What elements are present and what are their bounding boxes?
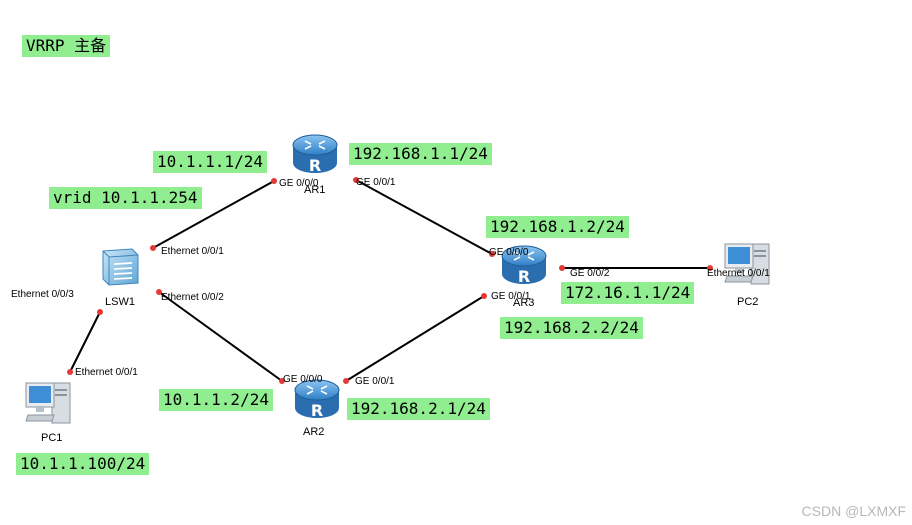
port-dot	[353, 177, 359, 183]
port-pc1-e001: Ethernet 0/0/1	[75, 367, 138, 378]
svg-text:R: R	[311, 401, 323, 420]
port-ar3-g002: GE 0/0/2	[570, 268, 610, 279]
pc-icon	[25, 382, 71, 424]
pc-pc1-label: PC1	[41, 432, 63, 444]
pc-pc1[interactable]	[24, 379, 74, 431]
port-lsw1-e002: Ethernet 0/0/2	[161, 292, 224, 303]
port-ar2-g001: GE 0/0/1	[355, 376, 395, 387]
address-ar3-g000: 192.168.1.2/24	[486, 216, 629, 238]
port-pc2-e001: Ethernet 0/0/1	[707, 268, 770, 279]
port-dot	[150, 245, 156, 251]
address-ar2-lan: 10.1.1.2/24	[159, 389, 273, 411]
router-icon: R	[501, 245, 547, 286]
address-ar1-wan: 192.168.1.1/24	[349, 143, 492, 165]
address-pc1: 10.1.1.100/24	[16, 453, 150, 475]
port-ar3-g000: GE 0/0/0	[489, 247, 529, 258]
pc-icon	[724, 243, 770, 285]
router-ar2[interactable]: R	[293, 378, 341, 426]
link-ar1-ar3	[355, 179, 493, 255]
link-lsw1-ar1	[152, 180, 275, 249]
port-ar2-g000: GE 0/0/0	[283, 374, 323, 385]
link-lsw1-ar2	[158, 291, 283, 382]
pc-pc2-label: PC2	[737, 296, 759, 308]
address-ar2-wan: 192.168.2.1/24	[347, 398, 490, 420]
port-dot	[97, 309, 103, 315]
watermark: CSDN @LXMXF	[801, 503, 906, 519]
port-dot	[343, 378, 349, 384]
address-vrid: vrid 10.1.1.254	[49, 187, 202, 209]
port-ar1-g001: GE 0/0/1	[356, 177, 396, 188]
port-lsw1-e003: Ethernet 0/0/3	[11, 289, 74, 300]
port-lsw1-e001: Ethernet 0/0/1	[161, 246, 224, 257]
port-ar3-g001: GE 0/0/1	[491, 291, 531, 302]
switch-lsw1-label: LSW1	[105, 296, 135, 308]
switch-icon	[102, 248, 139, 286]
link-ar2-ar3	[345, 295, 485, 382]
router-ar3-label: AR3	[513, 297, 535, 309]
router-ar2-label: AR2	[303, 426, 325, 438]
svg-text:R: R	[518, 267, 530, 286]
router-icon: R	[294, 379, 340, 420]
port-dot	[156, 289, 162, 295]
pc-pc2[interactable]	[723, 240, 773, 292]
port-dot	[271, 178, 277, 184]
router-icon: R	[292, 134, 338, 175]
router-ar3[interactable]: R	[500, 244, 548, 292]
port-dot	[67, 369, 73, 375]
svg-text:R: R	[309, 156, 321, 175]
port-dot	[481, 293, 487, 299]
router-ar1-label: AR1	[304, 184, 326, 196]
switch-lsw1[interactable]	[100, 247, 142, 291]
port-dot	[707, 265, 713, 271]
port-dot	[559, 265, 565, 271]
address-ar3-g002: 172.16.1.1/24	[561, 282, 695, 304]
router-ar1[interactable]: R	[291, 133, 339, 181]
port-dot	[279, 378, 285, 384]
diagram-title: VRRP 主备	[22, 35, 111, 57]
link-lsw1-pc1	[69, 311, 101, 373]
port-ar1-g000: GE 0/0/0	[279, 178, 319, 189]
port-dot	[489, 251, 495, 257]
address-ar1-lan: 10.1.1.1/24	[153, 151, 267, 173]
address-ar3-g001: 192.168.2.2/24	[500, 317, 643, 339]
